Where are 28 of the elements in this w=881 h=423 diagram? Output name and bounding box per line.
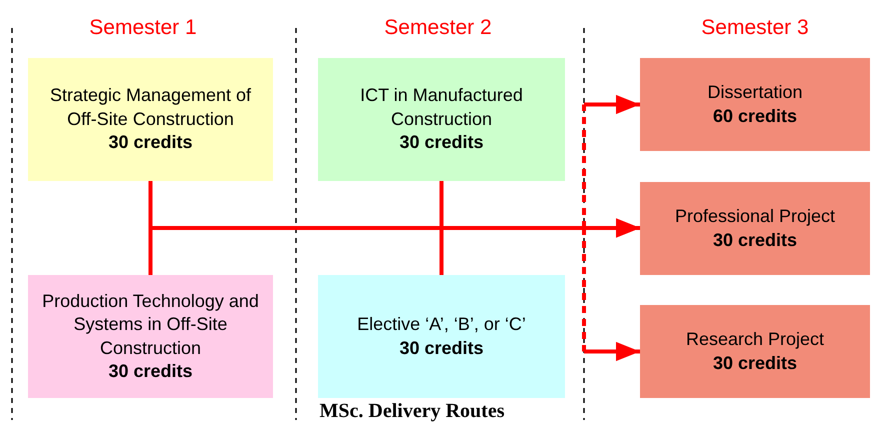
credits-text: 60 credits bbox=[712, 104, 798, 128]
semester-heading: Semester 3 bbox=[701, 15, 809, 41]
module-title: Research Project bbox=[686, 328, 824, 352]
credits-text: 30 credits bbox=[712, 228, 798, 252]
caption: MSc. Delivery Routes bbox=[320, 399, 504, 423]
arrow bbox=[582, 228, 640, 362]
credits-text: 30 credits bbox=[712, 352, 798, 374]
semester-heading: Semester 2 bbox=[384, 15, 492, 41]
credits-text: 30 credits bbox=[399, 131, 484, 154]
credits-text: 30 credits bbox=[108, 360, 193, 383]
module-box bbox=[640, 305, 870, 398]
credits-text: 30 credits bbox=[399, 336, 484, 360]
module-box bbox=[318, 275, 565, 398]
arrow bbox=[582, 94, 640, 228]
module-title: Production Technology and Systems in Off-Site Construction bbox=[41, 290, 260, 360]
module-box bbox=[640, 58, 870, 151]
module-box bbox=[318, 58, 565, 181]
module-box bbox=[28, 58, 273, 181]
semester-heading: Semester 1 bbox=[89, 15, 197, 41]
arrow bbox=[440, 218, 640, 275]
module-title: Strategic Management of Off-Site Construction bbox=[48, 84, 252, 131]
module-title: Elective ‘A’, ‘B’, or ‘C’ bbox=[357, 313, 526, 336]
credits-text: 30 credits bbox=[108, 131, 193, 154]
module-box bbox=[640, 182, 870, 275]
module-title: ICT in Manufactured Construction bbox=[359, 84, 524, 131]
module-title: Professional Project bbox=[674, 205, 836, 228]
module-box bbox=[28, 275, 273, 398]
module-title: Dissertation bbox=[707, 81, 803, 104]
